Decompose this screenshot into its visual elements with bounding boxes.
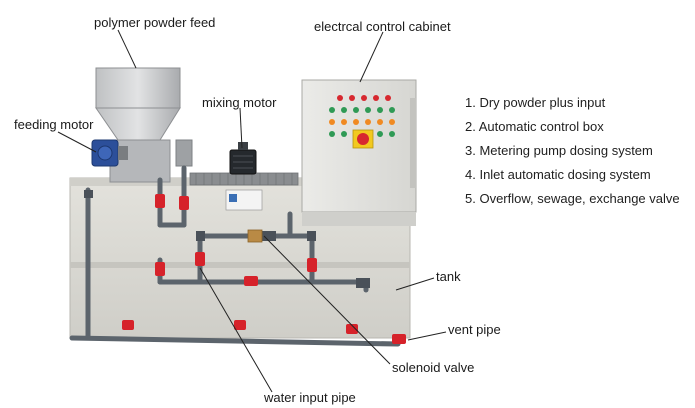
pipe-fittings <box>84 190 370 288</box>
feature-list: 1. Dry powder plus input 2. Automatic co… <box>465 96 680 216</box>
feature-item: 4. Inlet automatic dosing system <box>465 167 651 182</box>
feed-cylinder <box>175 139 193 167</box>
feeding-motor <box>91 139 128 167</box>
feature-item: 2. Automatic control box <box>465 119 604 134</box>
solenoid-valve <box>247 229 263 243</box>
feature-item: 3. Metering pump dosing system <box>465 143 653 158</box>
powder-hopper <box>95 67 181 183</box>
feature-item: 1. Dry powder plus input <box>465 95 606 110</box>
label-tank: tank <box>436 269 461 284</box>
label-mixing-motor: mixing motor <box>202 95 277 110</box>
label-solenoid-valve: solenoid valve <box>392 360 475 375</box>
control-cabinet <box>301 79 417 226</box>
feature-item: 5. Overflow, sewage, exchange valve <box>465 191 680 206</box>
label-water-input-pipe: water input pipe <box>264 390 356 405</box>
label-vent-pipe: vent pipe <box>448 322 501 337</box>
valves <box>122 194 406 344</box>
label-electrical-control-cabinet: electrcal control cabinet <box>314 19 451 34</box>
leader-lines <box>57 29 447 393</box>
cabinet-indicators <box>329 95 395 137</box>
emergency-stop <box>352 129 374 149</box>
mixing-motor <box>229 142 257 175</box>
label-polymer-powder-feed: polymer powder feed <box>94 15 216 30</box>
label-feeding-motor: feeding motor <box>14 117 94 132</box>
